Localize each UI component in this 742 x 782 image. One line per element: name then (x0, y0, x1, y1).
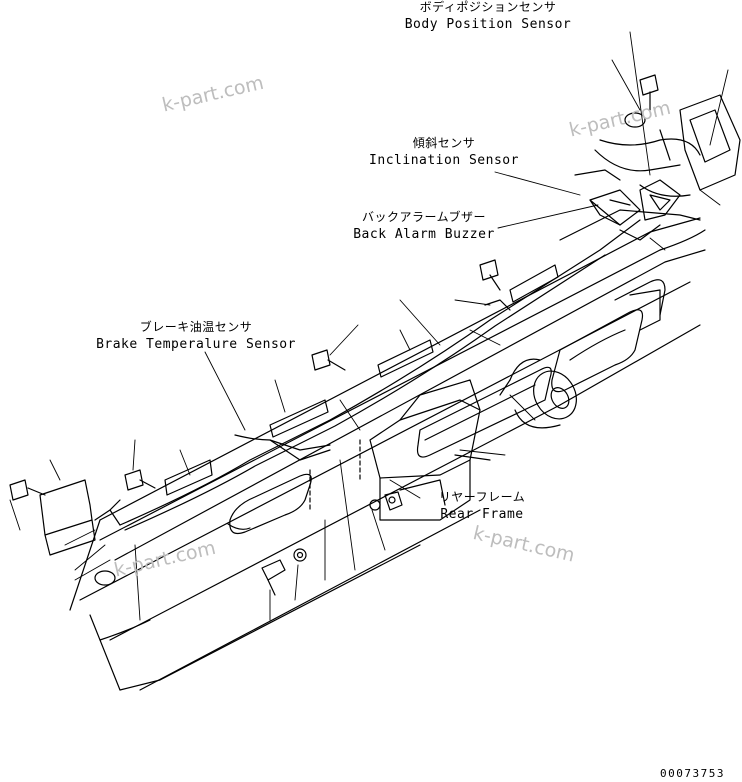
inclination-sensor-label: Inclination Sensor (369, 153, 519, 168)
part-number: 00073753 (660, 767, 725, 780)
body-position-sensor-label-jp: ボディポジションセンサ (419, 0, 557, 14)
back-alarm-buzzer-label-jp: バックアラームブザー (362, 210, 486, 224)
rear-frame-label: Rear Frame (440, 507, 524, 522)
hidden-lines (309, 439, 361, 511)
sensor-assembly (574, 94, 741, 241)
inclination-sensor-label-jp: 傾斜センサ (412, 136, 476, 150)
wiring-harness (94, 219, 641, 531)
leader-lines (9, 31, 729, 621)
hitch-cylinder (499, 358, 577, 429)
brake-temperature-sensor-label-jp: ブレーキ油温センサ (139, 320, 253, 334)
back-alarm-buzzer-label: Back Alarm Buzzer (353, 227, 495, 242)
rear-frame-label-jp: リヤーフレーム (438, 490, 526, 504)
bolts (9, 74, 659, 596)
clamp-brackets (39, 264, 559, 556)
brake-temperature-sensor-label: Brake Temperalure Sensor (96, 337, 296, 352)
cross-box (369, 379, 491, 521)
body-position-sensor-label: Body Position Sensor (404, 17, 572, 32)
frame-beam (69, 209, 706, 691)
